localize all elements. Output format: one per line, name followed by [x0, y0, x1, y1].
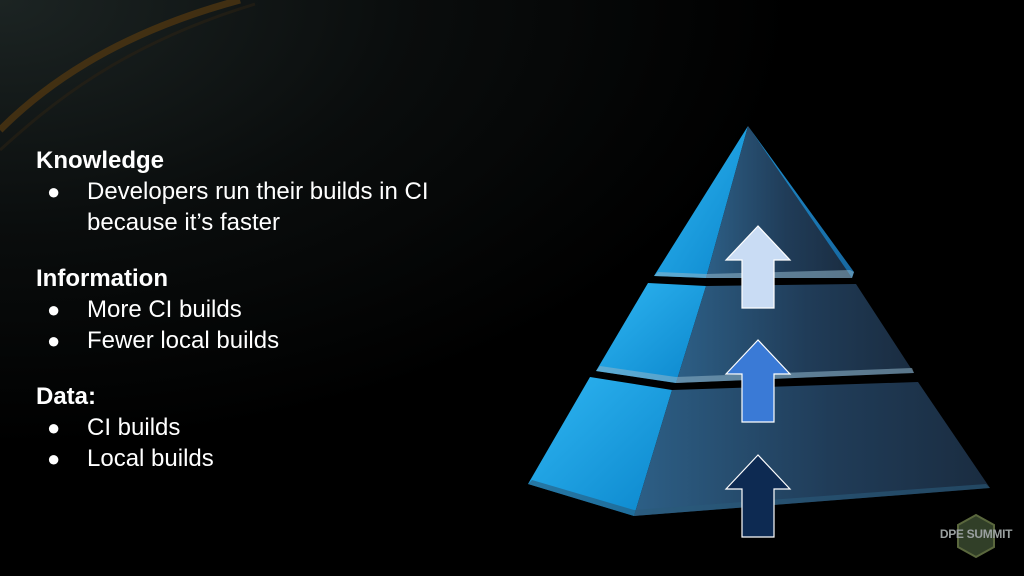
pyramid-face-right	[748, 126, 854, 278]
pyramid-face-left	[596, 283, 706, 383]
section-knowledge: Knowledge ● Developers run their builds …	[36, 146, 496, 238]
pyramid-tier-top	[654, 126, 854, 278]
bullet-icon: ●	[47, 328, 61, 353]
bullet-icon: ●	[47, 415, 61, 440]
section-title-knowledge: Knowledge	[36, 147, 165, 174]
arrow-up-icon-top	[724, 225, 792, 309]
pyramid-face-left	[528, 377, 672, 516]
hexagon-logo-icon	[957, 513, 995, 559]
bullet-list-data: ● CI builds ● Local builds	[36, 412, 496, 474]
bullet-item: ● Local builds	[36, 443, 496, 474]
pyramid-face-front	[634, 382, 990, 516]
bullet-text: Fewer local builds	[87, 327, 280, 354]
bullet-icon: ●	[47, 297, 61, 322]
bullet-icon: ●	[47, 446, 61, 471]
pyramid-tier-bottom	[528, 377, 990, 516]
dpe-summit-logo: DPE SUMMIT	[936, 512, 1016, 562]
text-panel: Knowledge ● Developers run their builds …	[36, 146, 496, 500]
pyramid-tier-middle	[596, 283, 914, 383]
section-information: Information ● More CI builds ● Fewer loc…	[36, 264, 496, 356]
section-data: Data: ● CI builds ● Local builds	[36, 382, 496, 474]
pyramid-face-front	[706, 126, 852, 278]
pyramid-face-left	[654, 126, 748, 278]
section-title-information: Information	[36, 265, 168, 292]
arrow-up-icon-middle	[724, 339, 792, 423]
bullet-item: ● More CI builds	[36, 294, 496, 325]
bullet-icon: ●	[47, 179, 61, 204]
bullet-list-knowledge: ● Developers run their builds in CI beca…	[36, 176, 496, 238]
pyramid-face-front	[676, 284, 914, 383]
bullet-item: ● Developers run their builds in CI beca…	[36, 176, 496, 238]
bullet-item: ● Fewer local builds	[36, 325, 496, 356]
corner-swoosh-decoration	[0, 0, 256, 152]
logo-text: DPE SUMMIT	[939, 527, 1013, 541]
bullet-text: More CI builds	[87, 296, 242, 323]
bullet-text: Developers run their builds in CI becaus…	[87, 178, 429, 236]
bullet-text: Local builds	[87, 445, 214, 472]
bullet-text: CI builds	[87, 414, 181, 441]
arrow-up-icon-bottom	[724, 454, 792, 538]
section-title-data: Data:	[36, 383, 97, 410]
bullet-list-information: ● More CI builds ● Fewer local builds	[36, 294, 496, 356]
pyramid-diagram	[528, 126, 990, 538]
bullet-item: ● CI builds	[36, 412, 496, 443]
